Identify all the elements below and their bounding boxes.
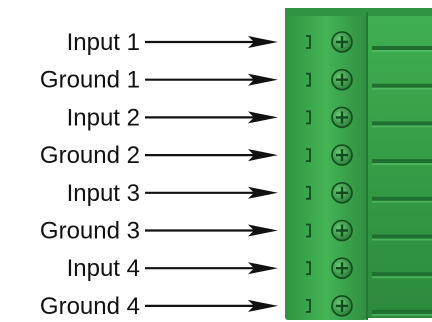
arrow-head-icon xyxy=(248,111,278,124)
arrow-head-icon xyxy=(248,224,278,237)
screw-slot-icon xyxy=(336,224,348,237)
arrow-head-icon xyxy=(248,186,278,199)
connector-front-body xyxy=(285,10,367,320)
connector-pins xyxy=(306,31,353,317)
side-ridge-highlight xyxy=(372,313,432,316)
side-ridge xyxy=(372,159,432,164)
wire-slot-icon xyxy=(306,299,311,313)
terminal-label: Ground 4 xyxy=(40,293,140,320)
connector-top-edge xyxy=(285,8,432,16)
arrow-head-icon xyxy=(248,149,278,162)
screw-slot-icon xyxy=(336,111,348,124)
wire-slot-icon xyxy=(306,185,311,200)
side-ridge-highlight xyxy=(372,200,432,203)
screw-slot-icon xyxy=(336,186,348,199)
wire-slot-icon xyxy=(306,35,311,49)
terminal-label: Input 3 xyxy=(67,180,140,207)
wire-slot-icon xyxy=(306,110,311,125)
side-ridge xyxy=(372,309,432,314)
terminal-label: Ground 2 xyxy=(40,142,140,169)
terminal-labels: Input 1 Ground 1 Input 2 Ground 2 Input 3 Gro… xyxy=(40,29,278,320)
wire-slot-icon xyxy=(306,223,311,238)
terminal-label: Ground 1 xyxy=(40,67,140,94)
connector-side-ridges xyxy=(372,46,432,316)
screw-slot-icon xyxy=(336,73,348,86)
arrow-head-icon xyxy=(248,36,278,48)
arrow-head-icon xyxy=(248,299,278,312)
side-ridge-highlight xyxy=(372,276,432,279)
wire-slot-icon xyxy=(306,148,311,162)
side-ridge xyxy=(372,234,432,239)
arrow-head-icon xyxy=(248,73,278,86)
terminal-label: Input 1 xyxy=(67,29,140,56)
screw-slot-icon xyxy=(336,262,348,275)
side-ridge xyxy=(372,196,432,201)
side-ridge xyxy=(372,46,432,50)
wire-slot-icon xyxy=(306,72,311,87)
side-ridge-highlight xyxy=(372,163,432,166)
arrow-head-icon xyxy=(248,262,278,275)
terminal-connector xyxy=(285,8,432,320)
screw-slot-icon xyxy=(336,149,348,162)
terminal-label: Input 2 xyxy=(67,104,140,131)
side-ridge-highlight xyxy=(372,87,432,90)
side-ridge xyxy=(372,83,432,88)
side-ridge-highlight xyxy=(372,50,432,52)
side-ridge xyxy=(372,272,432,277)
side-ridge-highlight xyxy=(372,238,432,241)
terminal-label: Input 4 xyxy=(67,255,140,282)
screw-slot-icon xyxy=(336,299,348,312)
terminal-label: Ground 3 xyxy=(40,218,140,245)
screw-slot-icon xyxy=(336,36,348,48)
wire-slot-icon xyxy=(306,261,311,276)
side-ridge-highlight xyxy=(372,125,432,128)
side-ridge xyxy=(372,121,432,126)
